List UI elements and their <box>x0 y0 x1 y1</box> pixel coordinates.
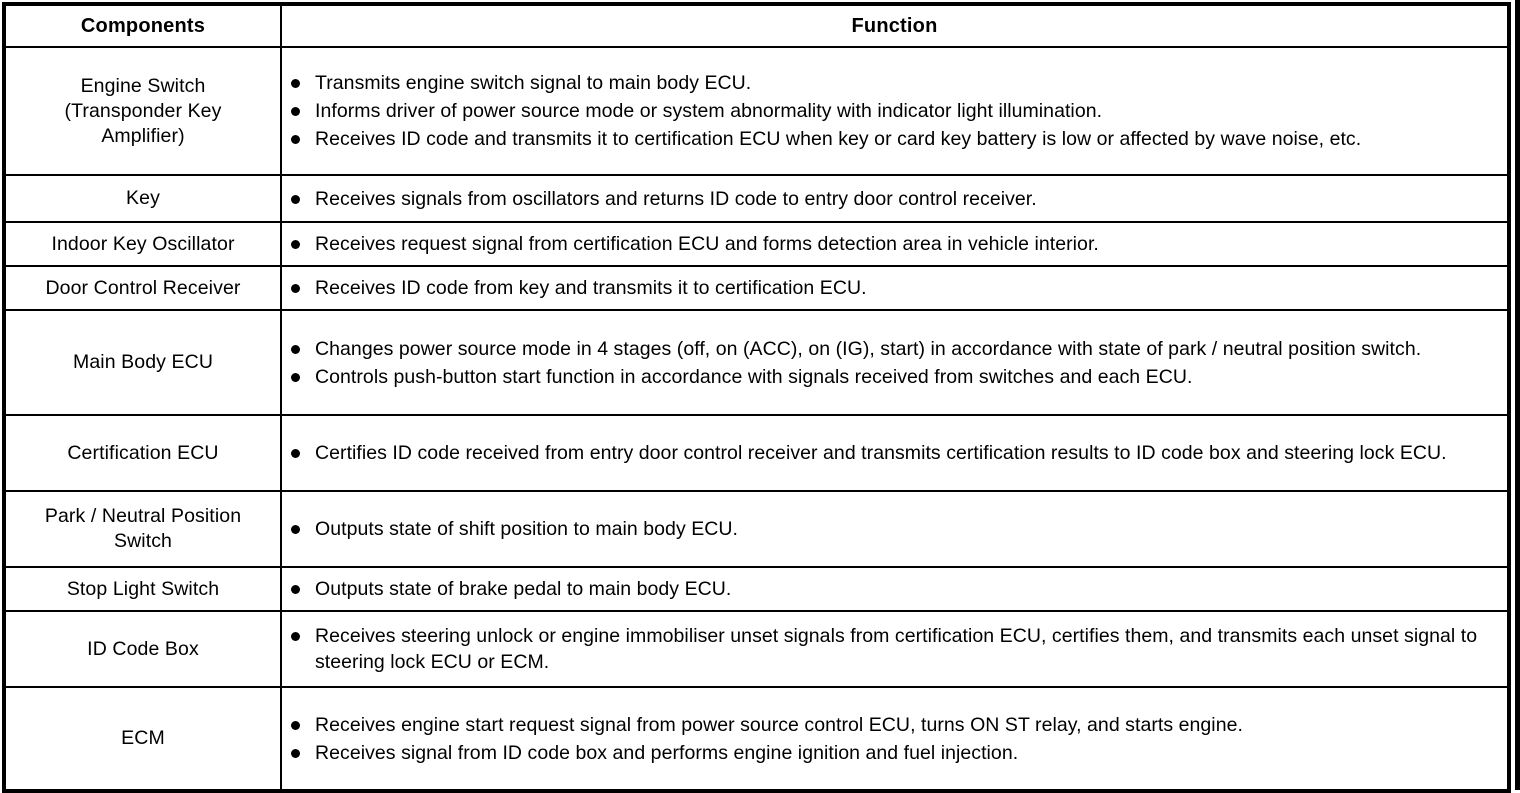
table-header-row: Components Function <box>3 3 1510 48</box>
component-label-line: Amplifier) <box>101 124 185 147</box>
component-cell-id-code-box: ID Code Box <box>3 610 282 688</box>
function-cell-indoor-key-oscillator: Receives request signal from certificati… <box>280 221 1510 267</box>
component-cell-key: Key <box>3 174 282 223</box>
function-bullet-list: Outputs state of shift position to main … <box>282 516 1507 542</box>
function-bullet-item: Receives steering unlock or engine immob… <box>282 623 1507 675</box>
function-cell-engine-switch: Transmits engine switch signal to main b… <box>280 46 1510 176</box>
function-cell-main-body-ecu: Changes power source mode in 4 stages (o… <box>280 309 1510 416</box>
component-label-line: ID Code Box <box>87 637 199 660</box>
component-cell-ecm: ECM <box>3 686 282 792</box>
component-cell-certification-ecu: Certification ECU <box>3 414 282 492</box>
table-row: Key Receives signals from oscillators and… <box>3 174 1510 223</box>
function-bullet-item: Outputs state of shift position to main … <box>282 516 1507 542</box>
component-label-line: Main Body ECU <box>72 351 214 373</box>
table-row: Main Body ECU Changes power source mode i… <box>3 309 1510 416</box>
function-bullet-list: Outputs state of brake pedal to main bod… <box>282 576 1507 602</box>
column-header-components: Components <box>3 3 282 48</box>
function-cell-id-code-box: Receives steering unlock or engine immob… <box>280 610 1510 688</box>
table-row: Door Control Receiver Receives ID code fr… <box>3 265 1510 311</box>
component-cell-indoor-key-oscillator: Indoor Key Oscillator <box>3 221 282 267</box>
function-bullet-list: Receives steering unlock or engine immob… <box>282 623 1507 675</box>
component-label-line: ECM <box>121 727 165 749</box>
column-header-function: Function <box>280 3 1510 48</box>
function-bullet-list: Receives request signal from certificati… <box>282 231 1507 257</box>
table-row: Certification ECU Certifies ID code recei… <box>3 414 1510 492</box>
component-label-line: Switch <box>113 530 173 552</box>
function-bullet-item: Receives request signal from certificati… <box>282 231 1507 257</box>
function-bullet-list: Receives ID code from key and transmits … <box>282 275 1507 301</box>
function-bullet-list: Changes power source mode in 4 stages (o… <box>282 336 1507 390</box>
function-bullet-item: Receives signal from ID code box and per… <box>282 740 1507 766</box>
function-cell-ecm: Receives engine start request signal fro… <box>280 686 1510 792</box>
function-bullet-list: Receives signals from oscillators and re… <box>282 186 1507 212</box>
function-bullet-item: Informs driver of power source mode or s… <box>282 98 1507 124</box>
component-cell-door-control-receiver: Door Control Receiver <box>3 265 282 311</box>
component-label-line: Key <box>126 187 160 209</box>
table-row: ECM Receives engine start request signal … <box>3 686 1510 792</box>
function-bullet-item: Changes power source mode in 4 stages (o… <box>282 336 1507 362</box>
table-row: Indoor Key Oscillator Receives request si… <box>3 221 1510 267</box>
function-cell-key: Receives signals from oscillators and re… <box>280 174 1510 223</box>
component-label-line: (Transponder Key <box>64 99 222 122</box>
component-label-line: Door Control Receiver <box>45 276 241 299</box>
component-label-line: Engine Switch <box>80 74 206 97</box>
function-cell-stop-light-switch: Outputs state of brake pedal to main bod… <box>280 566 1510 612</box>
function-cell-park-neutral-position: Outputs state of shift position to main … <box>280 490 1510 568</box>
function-bullet-item: Outputs state of brake pedal to main bod… <box>282 576 1507 602</box>
function-bullet-item: Certifies ID code received from entry do… <box>282 440 1507 466</box>
table-row: ID Code Box Receives steering unlock or e… <box>3 610 1510 688</box>
function-bullet-item: Receives ID code from key and transmits … <box>282 275 1507 301</box>
function-bullet-item: Transmits engine switch signal to main b… <box>282 70 1507 96</box>
table-row: Stop Light Switch Outputs state of brake … <box>3 566 1510 612</box>
component-label-line: Certification ECU <box>67 441 219 464</box>
function-bullet-item: Receives ID code and transmits it to cer… <box>282 126 1507 152</box>
function-bullet-list: Certifies ID code received from entry do… <box>282 440 1507 466</box>
table-header: Components Function <box>3 3 1510 48</box>
function-cell-certification-ecu: Certifies ID code received from entry do… <box>280 414 1510 492</box>
function-bullet-list: Receives engine start request signal fro… <box>282 712 1507 766</box>
function-cell-door-control-receiver: Receives ID code from key and transmits … <box>280 265 1510 311</box>
component-label-line: Indoor Key Oscillator <box>51 232 235 255</box>
function-bullet-item: Receives signals from oscillators and re… <box>282 186 1507 212</box>
function-bullet-item: Controls push-button start function in a… <box>282 364 1507 390</box>
component-label-line: Park / Neutral Position <box>44 505 242 527</box>
function-bullet-list: Transmits engine switch signal to main b… <box>282 70 1507 152</box>
function-bullet-item: Receives engine start request signal fro… <box>282 712 1507 738</box>
component-cell-main-body-ecu: Main Body ECU <box>3 309 282 416</box>
component-label-line: Stop Light Switch <box>66 577 220 600</box>
component-cell-stop-light-switch: Stop Light Switch <box>3 566 282 612</box>
